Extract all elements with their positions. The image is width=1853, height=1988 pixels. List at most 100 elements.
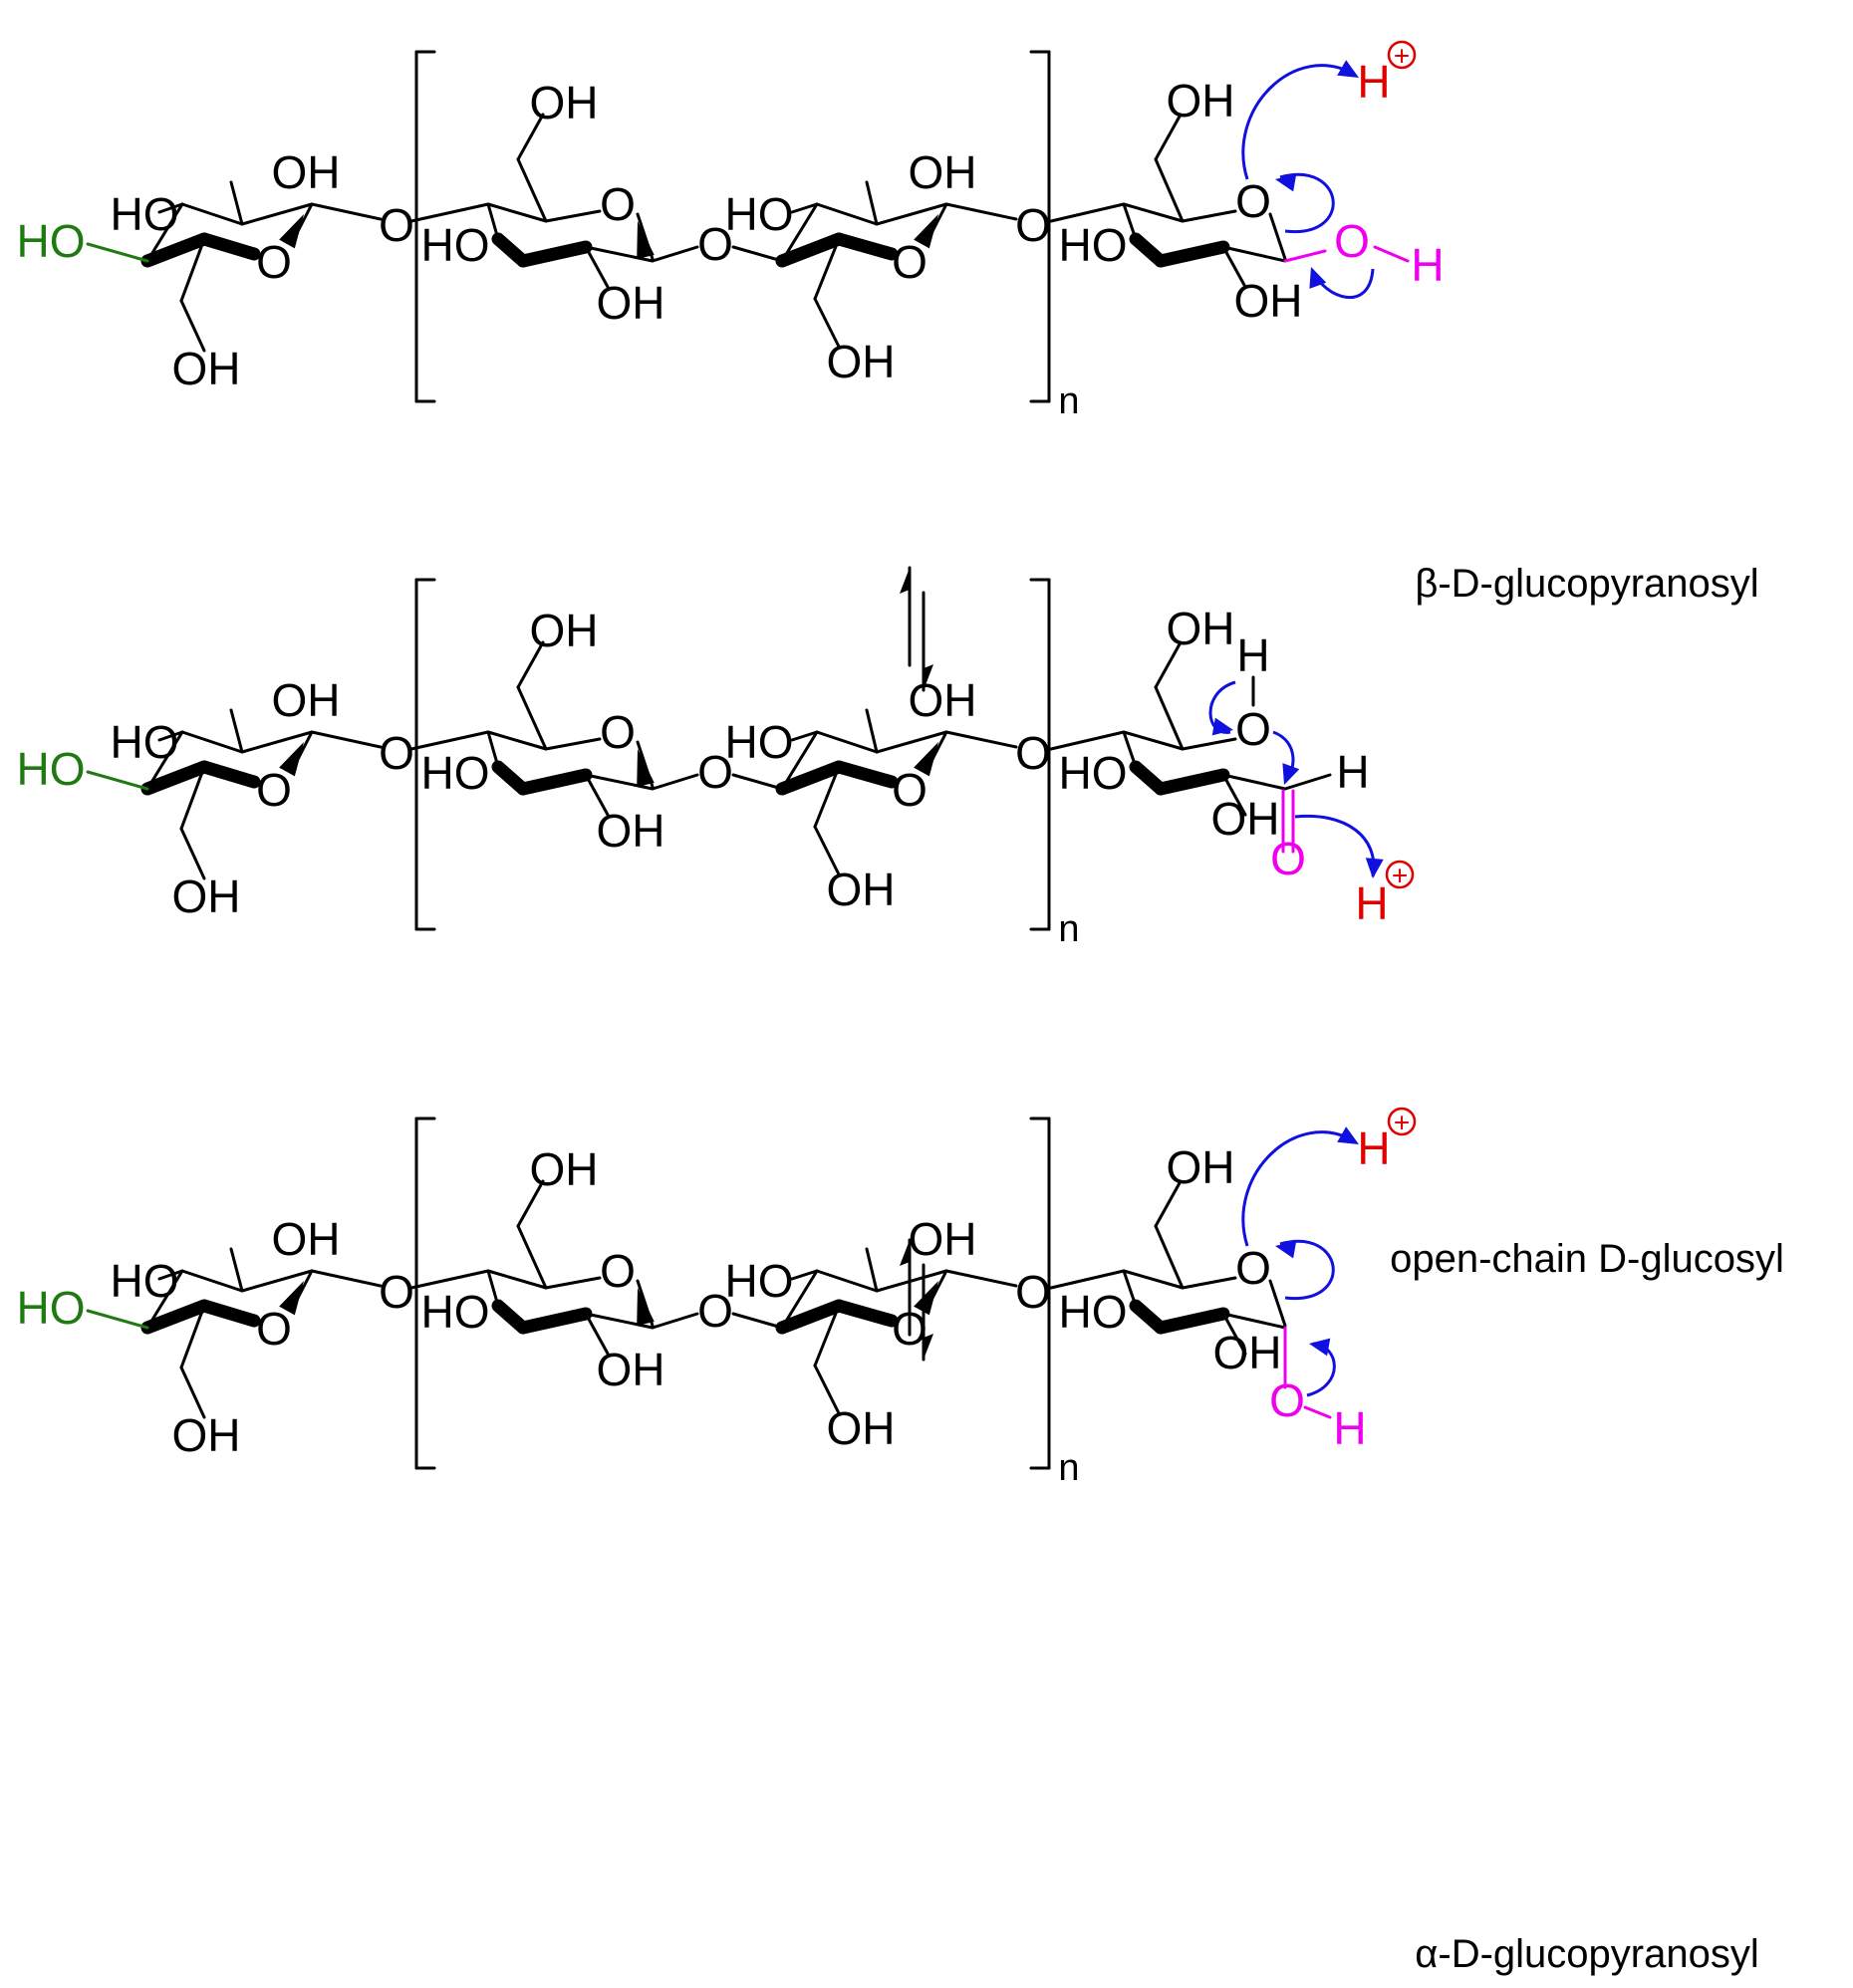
- arrow-path: [1279, 173, 1335, 233]
- hydroxyl-label: HO: [421, 1286, 490, 1338]
- hydroxyl-label: HO: [1059, 219, 1128, 271]
- ring-oxygen-label: O: [256, 1303, 292, 1355]
- bold-bond: [140, 760, 211, 796]
- wedge-bond: [279, 214, 304, 249]
- bold-bond: [775, 760, 846, 796]
- hydroxyl-label: HO: [421, 219, 490, 271]
- glycosidic-oxygen-label: O: [1015, 1266, 1051, 1318]
- bond: [813, 1364, 841, 1415]
- repeat-n-label: n: [1058, 1447, 1079, 1489]
- half-arrow-head: [924, 664, 933, 690]
- hydroxyl-label: HO: [111, 188, 179, 240]
- hydroxyl-label: OH: [1167, 1141, 1235, 1193]
- equilibrium-arrow-2: [900, 1238, 933, 1362]
- bond: [516, 1224, 548, 1290]
- glycosidic-oxygen-label: O: [697, 746, 733, 798]
- arrow-head: [1275, 173, 1297, 192]
- bond: [229, 708, 244, 754]
- hydroxyl-label: OH: [597, 1344, 665, 1395]
- green-bond: [86, 242, 149, 263]
- bond: [516, 640, 545, 689]
- bond: [409, 1269, 490, 1290]
- hydroxyl-label: HO: [725, 188, 794, 240]
- ring-oxygen-label: O: [892, 236, 927, 288]
- bond: [1154, 1224, 1185, 1290]
- bond: [584, 773, 655, 791]
- arrow-path: [1294, 814, 1376, 877]
- hydroxyl-label: OH: [172, 343, 241, 394]
- glycosidic-oxygen-label: O: [379, 1266, 414, 1318]
- curved-arrow-ring-open: [1275, 1240, 1335, 1300]
- bond: [584, 245, 655, 263]
- bold-bond: [775, 1299, 846, 1335]
- bold-bond: [516, 1307, 593, 1335]
- wedge-bond: [914, 214, 938, 249]
- bond: [1181, 737, 1237, 751]
- caption-beta: β-D-glucopyranosyl: [1415, 562, 1758, 606]
- bond: [584, 1312, 610, 1356]
- bond: [813, 825, 841, 876]
- hydroxyl-label: HO: [421, 747, 490, 799]
- bond: [1221, 1312, 1287, 1330]
- bond: [1268, 1279, 1287, 1328]
- bond: [157, 202, 184, 214]
- hydroxyl-label: OH: [530, 77, 599, 128]
- bond: [780, 1269, 819, 1330]
- bracket-right: n: [1029, 1117, 1080, 1489]
- ring-oxygen-label: O: [1235, 175, 1271, 227]
- bond: [1221, 773, 1247, 817]
- bond: [865, 180, 879, 226]
- charge-circle: [1385, 860, 1415, 889]
- glycosidic-oxygen-label: O: [1015, 727, 1051, 779]
- bond: [731, 773, 784, 791]
- bond: [731, 1312, 784, 1330]
- ring-oxygen-label: O: [892, 764, 927, 816]
- bond: [584, 1312, 655, 1330]
- bond: [790, 730, 819, 742]
- bond: [813, 1304, 841, 1367]
- bond: [1181, 1276, 1237, 1290]
- hydroxyl-label: OH: [597, 277, 665, 329]
- bond: [486, 1269, 548, 1290]
- hydroxyl-label: HO: [725, 716, 794, 768]
- arrow-head: [1309, 1338, 1331, 1357]
- hydroxyl-label: HO: [111, 1255, 179, 1307]
- bond: [544, 737, 602, 751]
- bond: [1049, 202, 1126, 223]
- ring-oxygen-label: O: [256, 764, 292, 816]
- wedge-bond: [914, 742, 938, 777]
- half-arrow-head: [900, 1240, 910, 1266]
- bond: [229, 180, 244, 226]
- bond: [179, 237, 206, 303]
- bond: [1049, 1269, 1126, 1290]
- bond: [516, 157, 548, 223]
- arrow-path: [1241, 64, 1356, 180]
- bond: [409, 202, 490, 223]
- bond: [409, 730, 490, 751]
- bold-bond: [832, 1299, 899, 1328]
- bond: [1154, 157, 1185, 223]
- bold-bond: [516, 240, 593, 268]
- bond: [1283, 773, 1332, 791]
- hydroxyl-label: OH: [172, 1409, 241, 1461]
- bond: [240, 1269, 314, 1293]
- hydroxyl-label: OH: [1211, 793, 1280, 845]
- positive-charge: +: [1387, 41, 1417, 72]
- green-hydroxyl-label: HO: [17, 743, 86, 795]
- bond: [875, 1269, 948, 1293]
- positive-charge: +: [1385, 860, 1415, 891]
- bond: [179, 1366, 206, 1419]
- bond: [1154, 685, 1185, 751]
- bond: [944, 1269, 1018, 1288]
- bond: [1122, 730, 1185, 751]
- green-bond: [86, 1309, 149, 1330]
- bond: [790, 1269, 819, 1281]
- ring-oxygen-label: O: [600, 706, 636, 758]
- equilibrium-arrow-1: [900, 566, 933, 692]
